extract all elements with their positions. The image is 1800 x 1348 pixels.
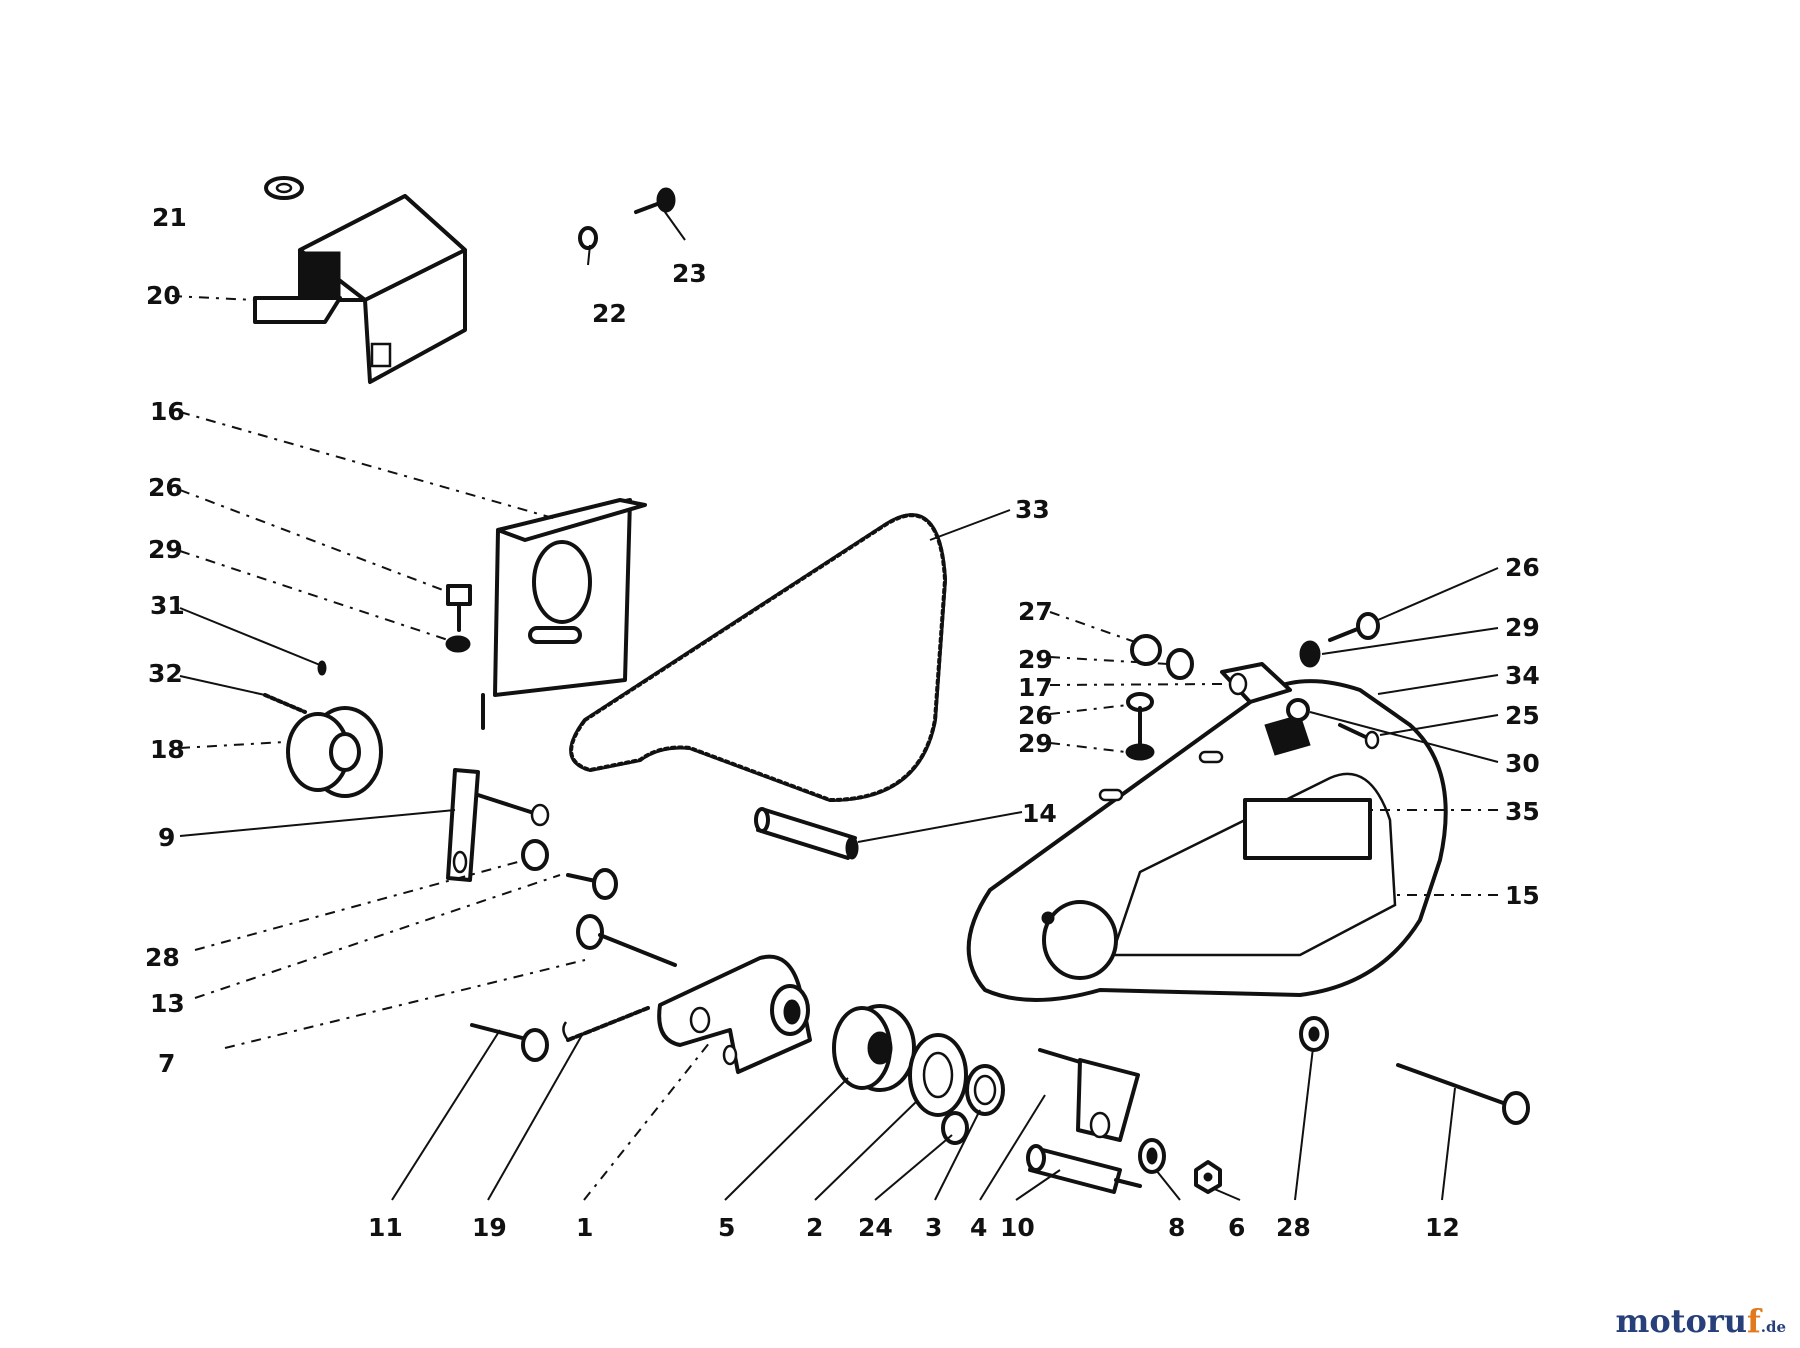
part-28-washer-left xyxy=(521,839,549,871)
part-15-belt-guard xyxy=(966,679,1448,1002)
part-26-bolt-mid xyxy=(1126,692,1154,747)
part-2-washer xyxy=(908,1033,968,1117)
label-28-right: 28 xyxy=(1276,1213,1311,1242)
part-21-washer xyxy=(264,176,304,200)
leader-lines xyxy=(171,204,1499,1201)
part-29-washer-lower xyxy=(1125,743,1155,761)
label-16: 16 xyxy=(150,397,185,426)
part-22-washer xyxy=(578,226,598,250)
label-18: 18 xyxy=(150,735,185,764)
label-26-mid: 26 xyxy=(1018,701,1053,730)
label-23: 23 xyxy=(672,259,707,288)
part-4-lever xyxy=(1038,1048,1140,1142)
watermark-logo: motoruf.de xyxy=(1616,1302,1786,1340)
part-9-lever xyxy=(446,768,550,882)
label-35: 35 xyxy=(1505,797,1540,826)
label-31: 31 xyxy=(150,591,185,620)
part-8-washer xyxy=(1138,1138,1166,1174)
part-25-screw xyxy=(1338,723,1380,750)
part-10-axle xyxy=(1026,1144,1142,1194)
watermark-main: motoru xyxy=(1615,1302,1747,1340)
part-13-bolt xyxy=(566,868,618,900)
label-1: 1 xyxy=(576,1213,593,1242)
label-21: 21 xyxy=(152,203,187,232)
label-34: 34 xyxy=(1505,661,1540,690)
label-29-mid: 29 xyxy=(1018,645,1053,674)
label-19: 19 xyxy=(472,1213,507,1242)
part-19-spring xyxy=(562,1006,650,1042)
label-15: 15 xyxy=(1505,881,1540,910)
part-3-washer xyxy=(965,1064,1005,1116)
label-25: 25 xyxy=(1505,701,1540,730)
label-30: 30 xyxy=(1505,749,1540,778)
label-20: 20 xyxy=(146,281,181,310)
label-4: 4 xyxy=(970,1213,987,1242)
part-6-nut xyxy=(1194,1160,1222,1194)
part-27-nut xyxy=(1130,634,1162,666)
part-26-bolt-right xyxy=(1328,612,1380,642)
part-33-belt xyxy=(569,513,947,802)
label-32: 32 xyxy=(148,659,183,688)
label-10: 10 xyxy=(1000,1213,1035,1242)
watermark-suffix: .de xyxy=(1760,1318,1786,1336)
part-20-cover xyxy=(253,194,467,384)
label-6: 6 xyxy=(1228,1213,1245,1242)
label-29-left: 29 xyxy=(148,535,183,564)
label-24: 24 xyxy=(858,1213,893,1242)
label-22: 22 xyxy=(592,299,627,328)
label-29-lower: 29 xyxy=(1018,729,1053,758)
part-16-bracket xyxy=(481,498,647,730)
part-1-tensioner xyxy=(657,954,812,1074)
callout-labels: 21 20 22 23 16 26 29 31 32 18 9 28 13 7 … xyxy=(145,203,1540,1242)
part-24-washer xyxy=(941,1111,969,1145)
label-8: 8 xyxy=(1168,1213,1185,1242)
label-2: 2 xyxy=(806,1213,823,1242)
part-11-bolt xyxy=(470,1023,549,1062)
part-29-washer-mid xyxy=(1166,648,1194,680)
watermark-accent: f xyxy=(1746,1302,1761,1340)
label-13: 13 xyxy=(150,989,185,1018)
part-18-pulley xyxy=(286,706,383,798)
part-7-bolt xyxy=(576,914,677,967)
part-12-long-bolt xyxy=(1396,1063,1530,1125)
part-30-nut xyxy=(1286,698,1310,722)
part-31-pin xyxy=(317,660,327,676)
part-23-screw xyxy=(634,187,676,214)
label-28-left: 28 xyxy=(145,943,180,972)
label-5: 5 xyxy=(718,1213,735,1242)
part-32-key xyxy=(263,693,307,714)
label-26-left: 26 xyxy=(148,473,183,502)
label-7: 7 xyxy=(158,1049,175,1078)
part-28-washer-right xyxy=(1299,1016,1329,1052)
part-26-bolt-left xyxy=(446,584,472,632)
part-17-tab xyxy=(1220,662,1292,704)
label-14: 14 xyxy=(1022,799,1057,828)
part-5-bearing xyxy=(832,1004,916,1092)
label-27: 27 xyxy=(1018,597,1053,626)
label-26-right: 26 xyxy=(1505,553,1540,582)
label-9: 9 xyxy=(158,823,175,852)
label-17: 17 xyxy=(1018,673,1053,702)
label-3: 3 xyxy=(925,1213,942,1242)
label-11: 11 xyxy=(368,1213,403,1242)
label-29-right: 29 xyxy=(1505,613,1540,642)
part-14-sleeve xyxy=(754,807,859,860)
part-29-washer-left xyxy=(445,635,471,653)
label-12: 12 xyxy=(1425,1213,1460,1242)
part-29-washer-right xyxy=(1299,640,1321,668)
label-33: 33 xyxy=(1015,495,1050,524)
